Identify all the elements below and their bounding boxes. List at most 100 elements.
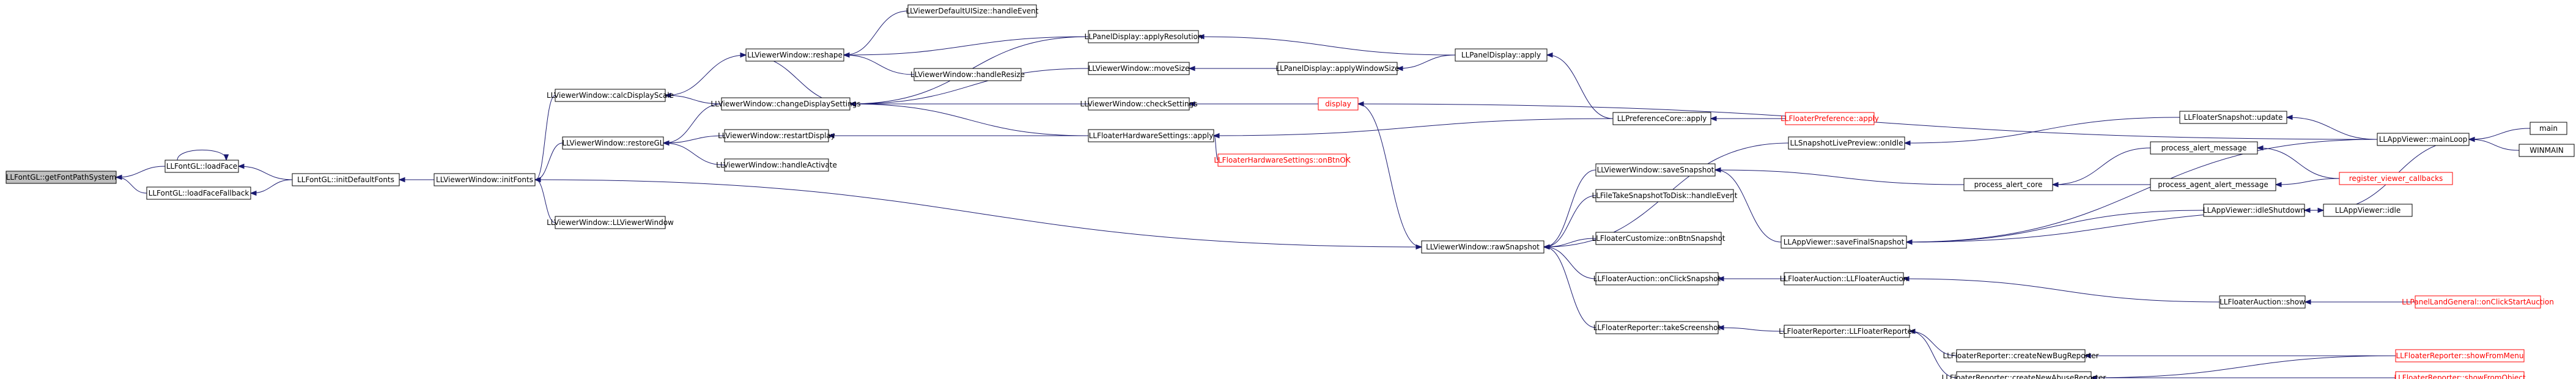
node-label: LLFloaterReporter::createNewBugReporter [1943, 351, 2098, 360]
node-box [2203, 204, 2305, 217]
node-label: LLPanelDisplay::applyResolution [1085, 32, 1203, 41]
node-box [1421, 240, 1544, 254]
graph-node[interactable]: LLFontGL::getFontPathSystem [6, 171, 117, 184]
graph-node[interactable]: LLPanelLandGeneral::onClickStartAuction [2402, 295, 2554, 309]
call-edge [535, 179, 1422, 248]
graph-node[interactable]: LLAppViewer::idle [2323, 204, 2413, 217]
edge-arrowhead [1710, 116, 1717, 122]
node-label: LLSnapshotLivePreview::onIdle [1790, 139, 1903, 147]
graph-node[interactable]: LLAppViewer::saveFinalSnapshot [1781, 235, 1907, 249]
graph-node[interactable]: LLViewerWindow::moveSize [1088, 62, 1190, 75]
node-label: LLFloaterReporter::createNewAbuseReporte… [1942, 373, 2106, 379]
graph-node[interactable]: LLFontGL::loadFace [164, 160, 239, 173]
edge-arrowhead [1188, 65, 1195, 72]
graph-node[interactable]: LLViewerWindow::reshape [745, 48, 844, 62]
edge-arrowhead [2256, 145, 2264, 151]
node-label: process_alert_core [1974, 180, 2043, 189]
graph-node[interactable]: LLViewerWindow::checkSettings [1080, 97, 1198, 111]
graph-node[interactable]: LLViewerWindow::changeDisplaySettings [710, 97, 861, 111]
edge-arrowhead [1717, 276, 1724, 282]
node-box [2150, 178, 2276, 191]
graph-node[interactable]: display [1318, 97, 1359, 111]
graph-node[interactable]: LLFloaterReporter::LLFloaterReporter [1779, 325, 1915, 338]
call-edge [238, 166, 293, 180]
graph-node[interactable]: process_agent_alert_message [2150, 178, 2276, 191]
edge-arrowhead [843, 52, 850, 58]
call-edge [1214, 135, 1219, 161]
edge-arrowhead [740, 52, 747, 58]
node-box [2150, 141, 2258, 155]
graph-node[interactable]: LLPanelDisplay::applyResolution [1085, 30, 1203, 43]
node-label: LLFloaterAuction::LLFloaterAuction [1780, 274, 1908, 283]
node-box [1595, 189, 1734, 202]
graph-node[interactable]: LLPanelDisplay::applyWindowSize [1275, 62, 1400, 75]
graph-node[interactable]: LLViewerWindow::LLViewerWindow [547, 216, 674, 229]
call-edge [1910, 331, 1957, 356]
call-edge [1903, 278, 2220, 303]
node-box [2339, 172, 2453, 185]
call-edge [1715, 169, 1965, 185]
graph-node[interactable]: register_viewer_callbacks [2339, 172, 2453, 185]
edge-arrowhead [1714, 167, 1721, 173]
call-edge [745, 54, 851, 105]
graph-node[interactable]: LLAppViewer::idleShutdown [2203, 204, 2305, 217]
graph-node[interactable]: LLFloaterReporter::takeScreenshot [1593, 321, 1721, 334]
node-box [1788, 136, 1905, 150]
call-edge [1905, 117, 2180, 144]
call-edge [844, 36, 1089, 56]
graph-node[interactable]: process_alert_message [2150, 141, 2258, 155]
call-edge [665, 95, 722, 105]
call-edge [663, 135, 725, 144]
graph-node[interactable]: LLViewerWindow::restartDisplay [718, 129, 835, 142]
graph-node[interactable]: LLSnapshotLivePreview::onIdle [1788, 136, 1905, 150]
graph-node[interactable]: LLFloaterHardwareSettings::onBtnOK [1214, 153, 1351, 167]
graph-node[interactable]: LLFontGL::loadFaceFallback [146, 186, 251, 200]
graph-node[interactable]: LLFloaterReporter::showFromObject [2394, 371, 2526, 379]
node-label: LLFloaterAuction::onClickSnapshot [1593, 274, 1721, 283]
graph-node[interactable]: LLFloaterAuction::onClickSnapshot [1593, 272, 1721, 285]
graph-node[interactable]: LLViewerWindow::handleResize [910, 68, 1025, 81]
edge-arrowhead [1902, 276, 1910, 282]
node-label: LLFontGL::loadFace [166, 162, 237, 171]
call-edge [1544, 238, 1596, 248]
graph-node[interactable]: LLFloaterSnapshot::update [2179, 111, 2287, 124]
graph-node[interactable]: LLFloaterAuction::LLFloaterAuction [1780, 272, 1908, 285]
graph-node[interactable]: LLViewerDefaultUISize::handleEvent [906, 4, 1039, 18]
edge-arrowhead [398, 177, 405, 183]
node-box [2395, 349, 2525, 362]
graph-node[interactable]: LLFloaterAuction::show [2219, 295, 2306, 309]
edge-arrowhead [1396, 65, 1403, 72]
graph-node[interactable]: LLFloaterReporter::showFromMenu [2395, 349, 2525, 362]
node-label: LLFileTakeSnapshotToDisk::handleEvent [1592, 191, 1738, 200]
edge-arrowhead [1212, 133, 1220, 139]
node-label: display [1325, 100, 1351, 108]
graph-node[interactable]: main [2530, 122, 2567, 135]
graph-node[interactable]: LLFloaterReporter::createNewBugReporter [1943, 349, 2099, 362]
graph-node[interactable]: LLViewerWindow::saveSnapshot [1595, 163, 1716, 177]
edge-arrowhead [115, 174, 122, 180]
graph-node[interactable]: LLFloaterCustomize::onBtnSnapshot [1592, 232, 1725, 245]
graph-node[interactable]: LLViewerWindow::restoreGL [562, 136, 664, 150]
graph-node[interactable]: LLFloaterHardwareSettings::apply [1088, 129, 1214, 142]
graph-node[interactable]: LLPanelDisplay::apply [1455, 48, 1548, 62]
node-label: LLFloaterSnapshot::update [2184, 113, 2283, 122]
graph-node[interactable]: LLPreferenceCore::apply [1612, 112, 1711, 125]
graph-node[interactable]: LLFileTakeSnapshotToDisk::handleEvent [1592, 189, 1738, 202]
graph-node[interactable]: LLViewerWindow::calcDisplayScale [547, 89, 674, 102]
edge-arrowhead [1908, 328, 1916, 334]
graph-node[interactable]: LLFloaterPreference::apply [1781, 112, 1879, 125]
edge-arrowhead [1415, 244, 1423, 250]
graph-node[interactable]: LLViewerWindow::handleActivate [716, 158, 837, 172]
call-edge [2053, 147, 2151, 185]
node-label: LLFloaterReporter::showFromMenu [2396, 351, 2524, 360]
edge-arrowhead [534, 177, 541, 183]
edge-arrowhead [1188, 101, 1195, 107]
graph-node[interactable]: LLAppViewer::mainLoop [2377, 133, 2470, 146]
graph-node[interactable]: LLFloaterReporter::createNewAbuseReporte… [1942, 371, 2106, 379]
graph-node[interactable]: LLViewerWindow::initFonts [434, 173, 536, 186]
graph-node[interactable]: process_alert_core [1963, 178, 2053, 191]
node-label: LLFloaterHardwareSettings::onBtnOK [1214, 156, 1351, 164]
graph-node[interactable]: WINMAIN [2519, 144, 2575, 157]
graph-node[interactable]: LLFontGL::initDefaultFonts [292, 173, 400, 186]
graph-node[interactable]: LLViewerWindow::rawSnapshot [1421, 240, 1544, 254]
